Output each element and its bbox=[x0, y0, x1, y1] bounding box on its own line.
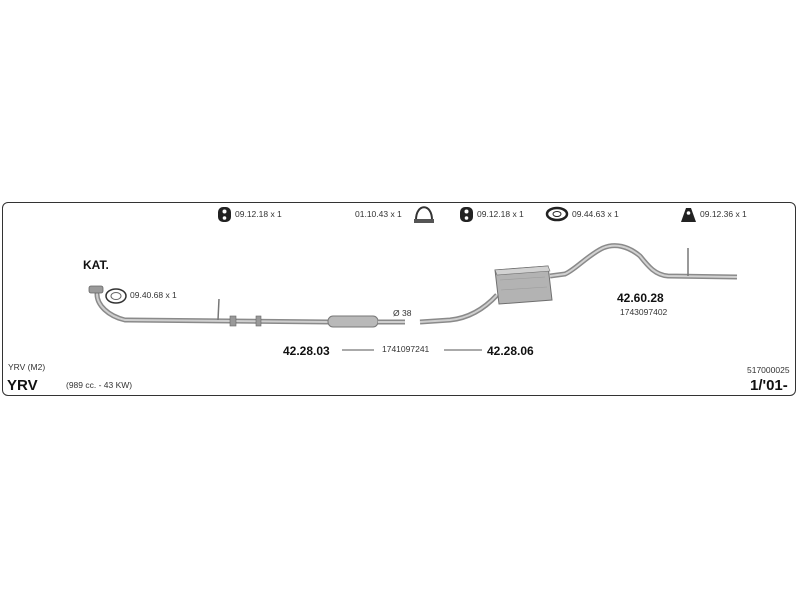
diagram-panel bbox=[2, 202, 796, 396]
catalyst-label: KAT. bbox=[83, 258, 109, 272]
catalog-number: 517000025 bbox=[747, 365, 790, 375]
oem-number-middle: 1741097241 bbox=[382, 344, 430, 354]
catalyst-gasket-code: 09.40.68 x 1 bbox=[130, 290, 177, 300]
part-number-middle: 42.28.06 bbox=[487, 344, 534, 358]
rubber-hanger-icon bbox=[681, 208, 696, 222]
model-year-range: 1/'01- bbox=[750, 377, 788, 394]
vehicle-model-full: YRV (M2) bbox=[8, 362, 46, 372]
accessory-code: 09.44.63 x 1 bbox=[572, 209, 619, 219]
part-number-rear: 42.60.28 bbox=[617, 291, 664, 305]
pipe-joint bbox=[255, 315, 262, 327]
vehicle-engine: (989 cc. - 43 KW) bbox=[66, 380, 133, 390]
accessory-code: 09.12.18 x 1 bbox=[235, 209, 282, 219]
oem-number-rear: 1743097402 bbox=[620, 307, 668, 317]
rubber-hanger-icon bbox=[218, 207, 231, 222]
rubber-hanger-icon bbox=[460, 207, 473, 222]
clamp-icon bbox=[414, 206, 434, 223]
catalyst-flange bbox=[88, 285, 104, 294]
accessory-code: 09.12.18 x 1 bbox=[477, 209, 524, 219]
part-number-front: 42.28.03 bbox=[283, 344, 330, 358]
vehicle-model: YRV bbox=[7, 377, 38, 394]
accessory-code: 01.10.43 x 1 bbox=[355, 209, 402, 219]
catalyst-gasket-icon bbox=[105, 288, 127, 304]
gasket-icon bbox=[545, 206, 569, 222]
accessory-code: 09.12.36 x 1 bbox=[700, 209, 747, 219]
pipe-diameter-label: Ø 38 bbox=[393, 308, 412, 318]
hanger-rod bbox=[217, 298, 220, 321]
resonator bbox=[327, 315, 379, 328]
pipe-joint bbox=[229, 315, 237, 327]
